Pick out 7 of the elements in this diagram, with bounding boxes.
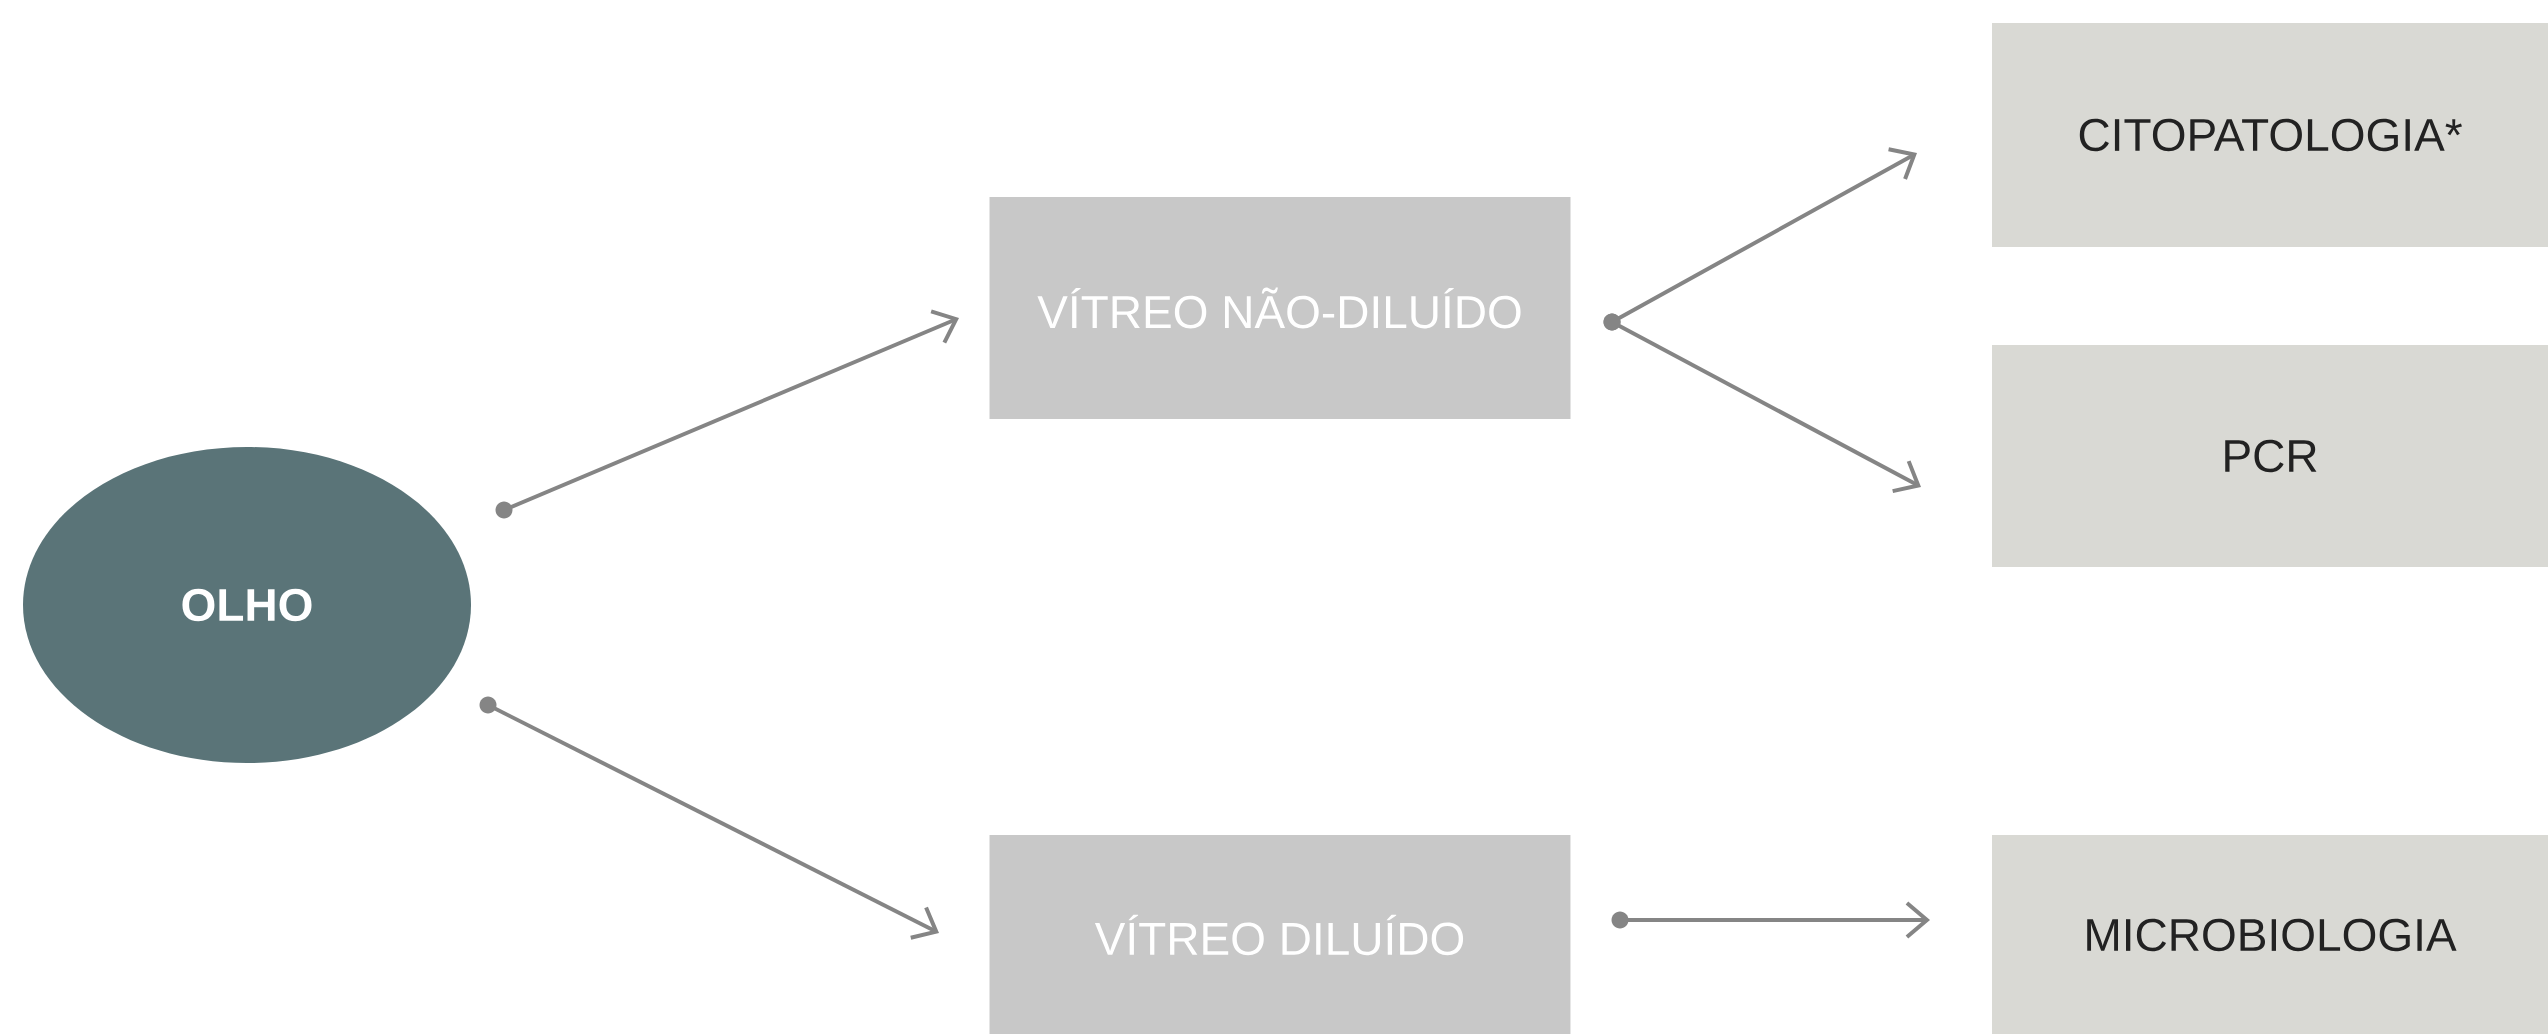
analysis-box: MICROBIOLOGIA [1992,835,2548,1034]
arrow [1603,313,1922,494]
arrow [479,696,939,940]
analysis-box: PCR [1992,345,2548,567]
analysis-box: CITOPATOLOGIA* [1992,23,2548,247]
arrow [1611,901,1931,939]
arrow [495,309,959,519]
